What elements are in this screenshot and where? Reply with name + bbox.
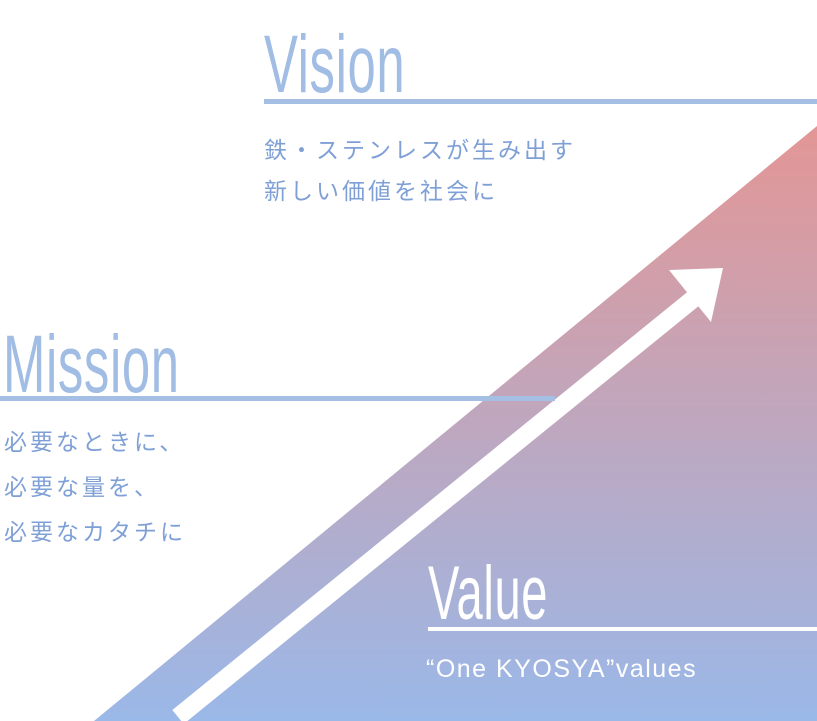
value-heading: Value	[428, 551, 549, 636]
mission-heading: Mission	[3, 319, 180, 410]
vision-text: 鉄・ステンレスが生み出す 新しい価値を社会に	[264, 131, 576, 213]
vision-underline	[264, 99, 817, 104]
vision-line-2: 新しい価値を社会に	[264, 179, 498, 205]
vision-heading: Vision	[264, 19, 406, 110]
gradient-triangle	[94, 126, 817, 721]
growth-arrow-head	[669, 268, 723, 322]
mission-line-3: 必要なカタチに	[4, 520, 186, 546]
value-underline	[428, 627, 817, 631]
mission-line-1: 必要なときに、	[4, 430, 186, 456]
mission-underline	[0, 396, 555, 401]
mission-line-2: 必要な量を、	[4, 475, 160, 501]
mission-text: 必要なときに、 必要な量を、 必要なカタチに	[4, 421, 186, 556]
vision-line-1: 鉄・ステンレスが生み出す	[264, 138, 576, 164]
growth-arrow-shaft	[172, 288, 704, 721]
value-tagline: “One KYOSYA”values	[426, 655, 698, 683]
